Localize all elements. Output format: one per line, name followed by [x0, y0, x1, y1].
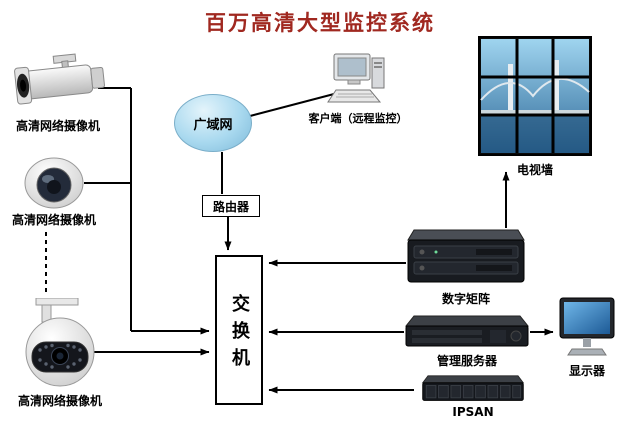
router-node: 路由器 [202, 195, 260, 217]
ptz-camera-icon [25, 298, 95, 387]
bullet-camera-icon [14, 53, 105, 105]
wan-label: 广域网 [193, 117, 233, 133]
tv-wall-icon [478, 36, 592, 156]
digital-matrix-rack-icon [407, 229, 525, 283]
router-label: 路由器 [212, 199, 249, 214]
wan-node: 广域网 [174, 94, 252, 152]
switch-node: 交换机 [215, 255, 263, 405]
camera-ptz-label: 高清网络摄像机 [17, 394, 102, 408]
desktop-computer-icon [327, 53, 385, 103]
client-label: 客户端（远程监控） [308, 112, 408, 125]
switch-label: 交换机 [229, 294, 250, 375]
camera-dome-label: 高清网络摄像机 [11, 213, 96, 227]
diagram-title: 百万高清大型监控系统 [205, 11, 435, 35]
ipsan-label: IPSAN [452, 405, 494, 419]
tv-wall-label: 电视墙 [516, 163, 553, 177]
ipsan-storage-icon [421, 375, 525, 401]
dome-camera-icon [24, 157, 84, 209]
monitor-icon [559, 297, 615, 356]
camera-bullet-label: 高清网络摄像机 [15, 119, 100, 133]
management-server-rack-icon [404, 315, 530, 347]
monitor-label: 显示器 [568, 364, 605, 378]
mgmt-server-label: 管理服务器 [436, 354, 497, 368]
digital-matrix-label: 数字矩阵 [441, 292, 490, 306]
